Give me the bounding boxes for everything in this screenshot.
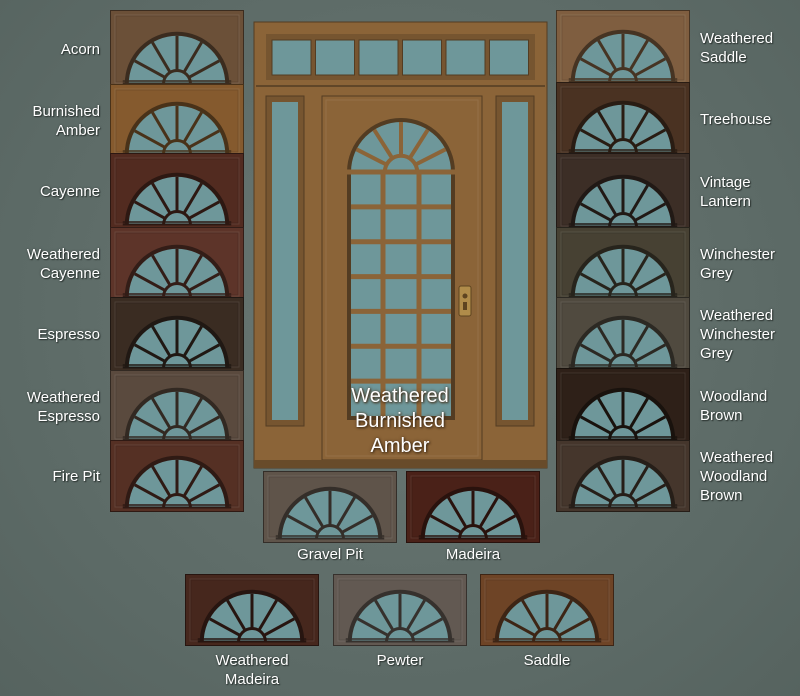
bottom-saddle-swatch[interactable] <box>480 574 614 646</box>
fanlight-window-icon <box>197 589 307 643</box>
left-weathered-cayenne-label: Weathered Cayenne <box>26 246 100 282</box>
right-weathered-woodland-brown-swatch[interactable] <box>556 440 690 512</box>
right-woodland-brown-label: Woodland Brown <box>700 388 768 424</box>
fanlight-window-icon <box>122 315 232 369</box>
left-espresso-swatch[interactable] <box>110 297 244 372</box>
left-fire-pit-label: Fire Pit <box>52 467 100 485</box>
bottom-saddle-label: Saddle <box>523 652 571 669</box>
bottom-pewter-label: Pewter <box>376 652 424 669</box>
right-weathered-winchester-grey-swatch[interactable] <box>556 297 690 372</box>
bottom-weathered-madeira-label: Weathered Madeira <box>215 652 289 688</box>
left-cayenne-label: Cayenne <box>39 182 100 200</box>
left-acorn-label: Acorn <box>60 40 100 58</box>
bottom-madeira-swatch[interactable] <box>406 471 540 543</box>
bottom-madeira-label: Madeira <box>445 546 501 563</box>
right-vintage-lantern-swatch[interactable] <box>556 153 690 231</box>
fanlight-window-icon <box>568 387 678 441</box>
right-weathered-saddle-label: Weathered Saddle <box>700 30 774 66</box>
fanlight-window-icon <box>568 244 678 298</box>
fanlight-window-icon <box>122 101 232 155</box>
fanlight-window-icon <box>122 387 232 441</box>
right-weathered-winchester-grey-label: Weathered Winchester Grey <box>700 307 776 362</box>
fanlight-window-icon <box>122 172 232 226</box>
right-winchester-grey-swatch[interactable] <box>556 227 690 301</box>
fanlight-window-icon <box>418 486 528 540</box>
fanlight-window-icon <box>568 315 678 369</box>
left-weathered-espresso-label: Weathered Espresso <box>26 389 100 425</box>
right-treehouse-swatch[interactable] <box>556 82 690 157</box>
fanlight-window-icon <box>122 455 232 509</box>
right-woodland-brown-swatch[interactable] <box>556 368 690 444</box>
left-burnished-amber-label: Burnished Amber <box>32 103 100 139</box>
fanlight-window-icon <box>568 100 678 154</box>
fanlight-window-icon <box>275 486 385 540</box>
left-weathered-cayenne-swatch[interactable] <box>110 227 244 301</box>
left-burnished-amber-swatch[interactable] <box>110 84 244 158</box>
bottom-weathered-madeira-swatch[interactable] <box>185 574 319 646</box>
fanlight-window-icon <box>345 589 455 643</box>
left-espresso-label: Espresso <box>37 326 100 343</box>
left-fire-pit-swatch[interactable] <box>110 440 244 512</box>
bottom-pewter-swatch[interactable] <box>333 574 467 646</box>
right-treehouse-label: Treehouse <box>700 111 772 128</box>
left-acorn-swatch[interactable] <box>110 10 244 88</box>
fanlight-window-icon <box>568 174 678 228</box>
fanlight-window-icon <box>122 244 232 298</box>
left-weathered-espresso-swatch[interactable] <box>110 370 244 444</box>
right-winchester-grey-label: Winchester Grey <box>700 246 776 282</box>
right-weathered-woodland-brown-label: Weathered Woodland Brown <box>700 448 774 504</box>
fanlight-window-icon <box>568 29 678 83</box>
bottom-gravel-pit-label: Gravel Pit <box>297 546 363 563</box>
bottom-gravel-pit-swatch[interactable] <box>263 471 397 543</box>
right-vintage-lantern-label: Vintage Lantern <box>700 174 751 210</box>
fanlight-window-icon <box>122 31 232 85</box>
fanlight-window-icon <box>568 455 678 509</box>
left-cayenne-swatch[interactable] <box>110 153 244 229</box>
fanlight-window-icon <box>492 589 602 643</box>
main-door-label: Weathered Burnished Amber <box>351 385 449 457</box>
right-weathered-saddle-swatch[interactable] <box>556 10 690 86</box>
